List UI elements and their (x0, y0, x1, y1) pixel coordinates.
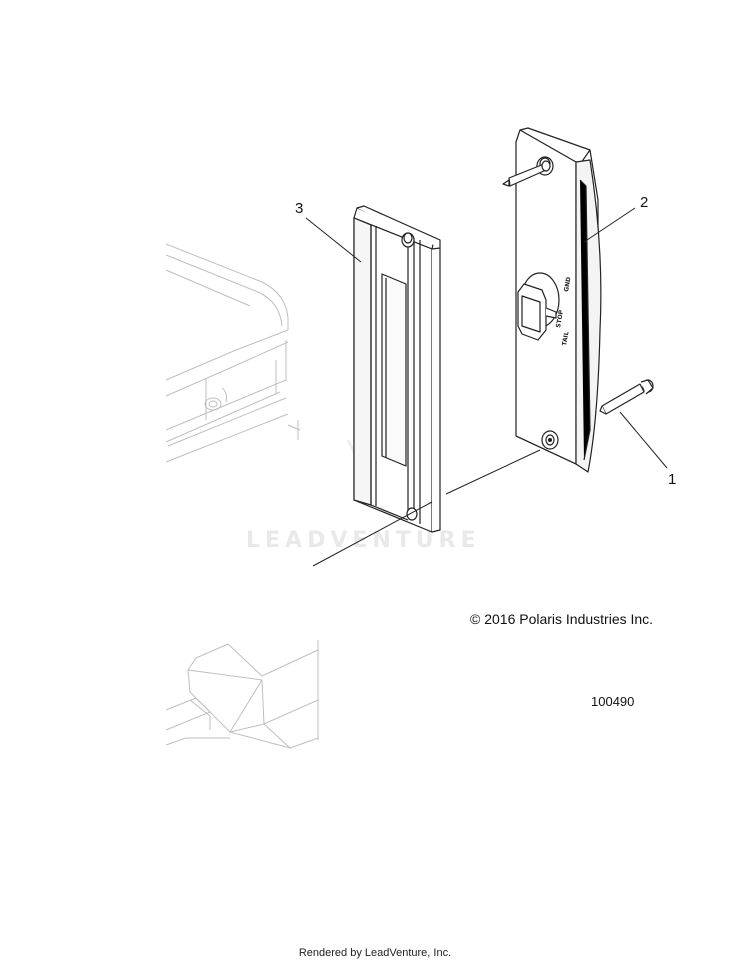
render-credit: Rendered by LeadVenture, Inc. (298, 947, 452, 959)
leader-lines (305, 207, 668, 567)
label-gnd: GND (563, 276, 572, 292)
upper-screw (502, 160, 551, 187)
copyright-notice: © 2016 Polaris Industries Inc. (470, 611, 654, 627)
callout-2: 2 (640, 194, 649, 211)
label-tail: TAIL (561, 331, 570, 346)
tail-lamp (515, 127, 602, 473)
callout-1: 1 (668, 471, 677, 488)
connector-labels: GND STOP TAIL (555, 276, 572, 346)
diagram-number: 100490 (591, 694, 635, 709)
label-stop: STOP (555, 309, 565, 328)
callout-3: 3 (295, 200, 304, 217)
vehicle-body-outline (165, 243, 301, 463)
channel-bracket (353, 205, 441, 533)
lower-screw (599, 379, 654, 415)
rear-bumper-outline (165, 640, 319, 749)
